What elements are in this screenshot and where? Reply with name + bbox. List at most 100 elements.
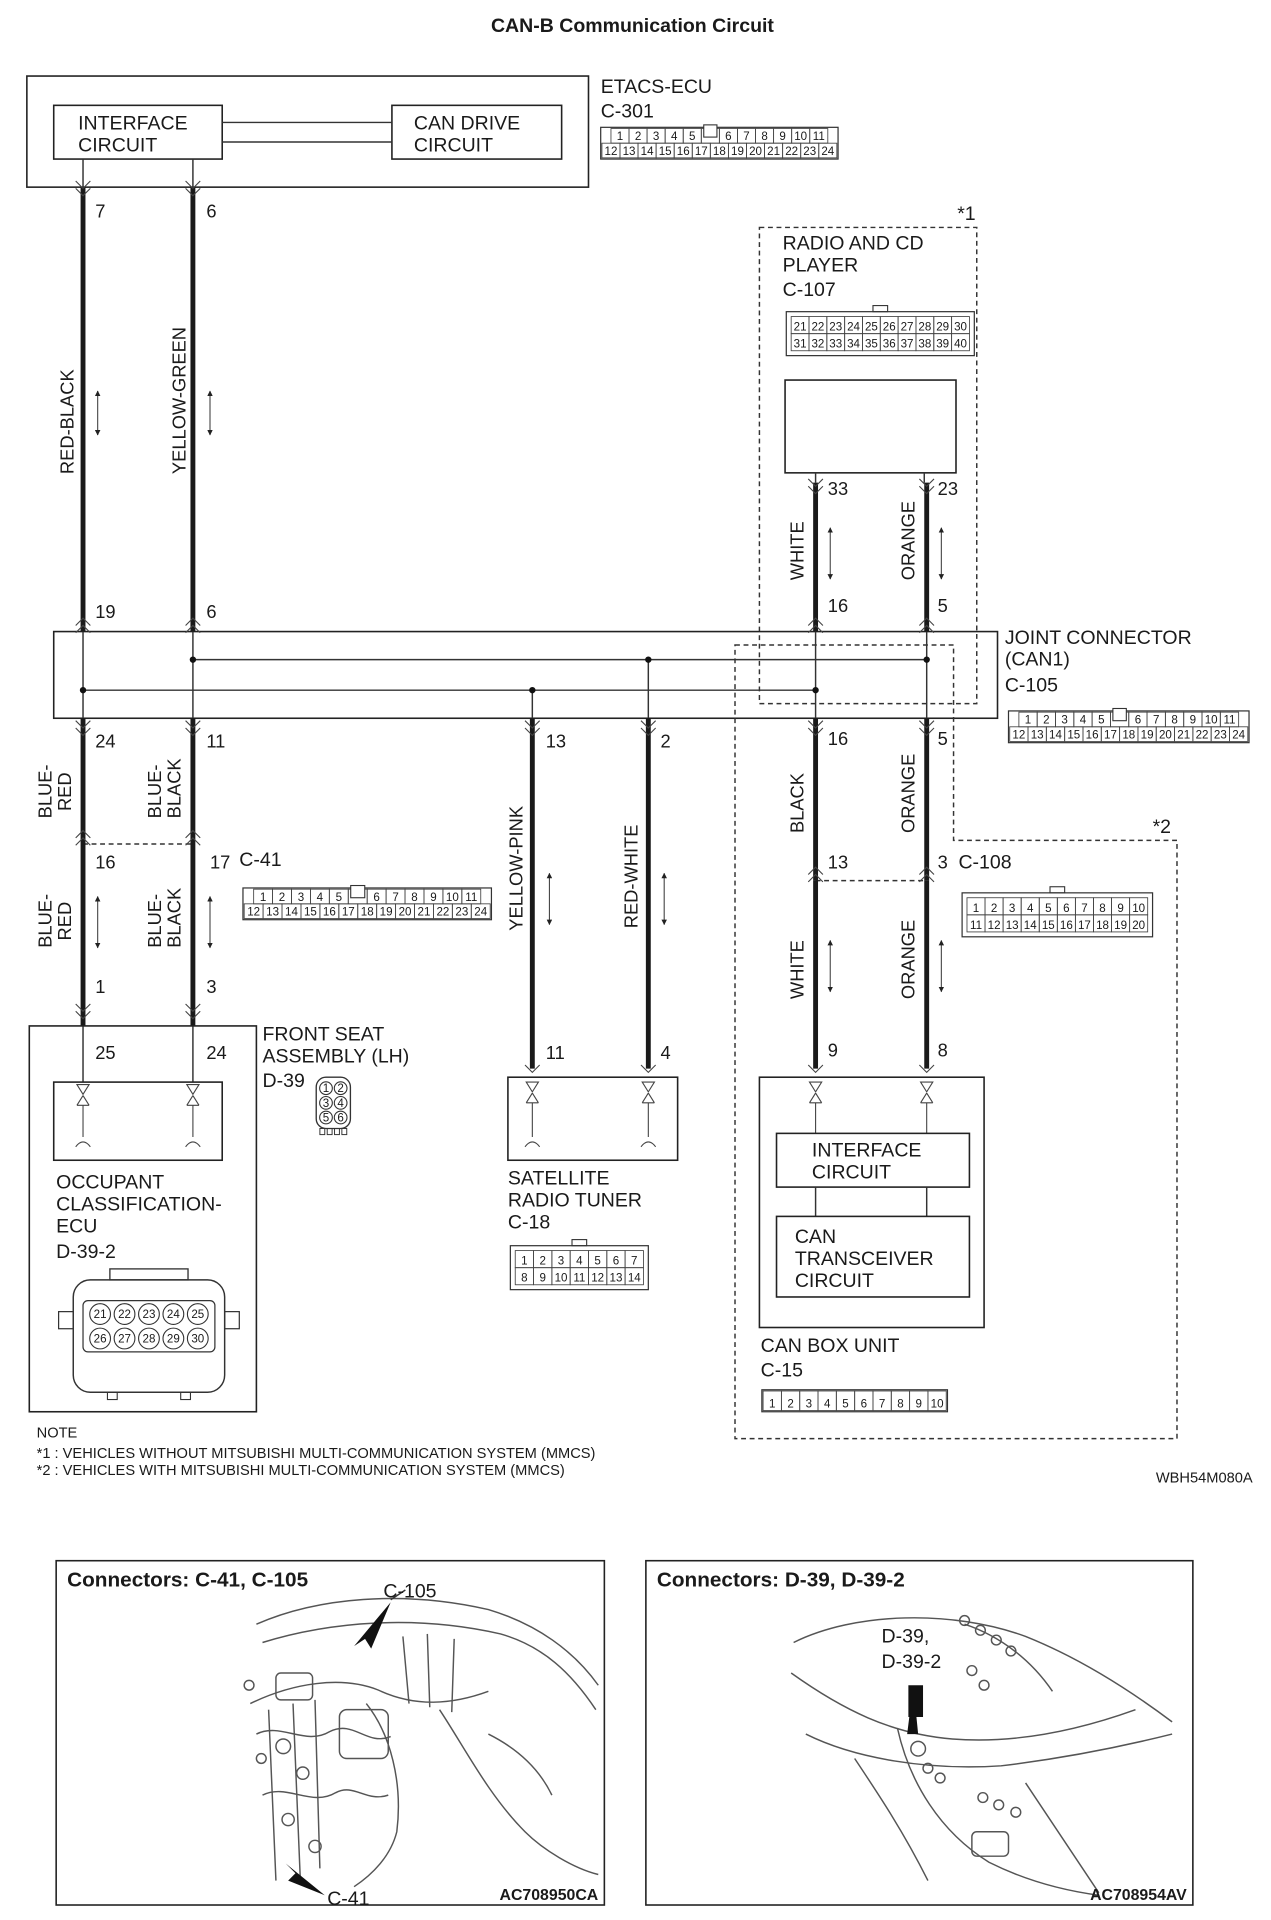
c108-pin-number: 1: [973, 903, 979, 915]
terminal-marks: [75, 180, 935, 1074]
c108-pin-number: 14: [1024, 920, 1037, 932]
d392-pin-cell: [162, 1327, 185, 1350]
c107-pin-number: 31: [794, 339, 807, 351]
note-line-2: *2 : VEHICLES WITH MITSUBISHI MULTI-COMM…: [37, 1463, 565, 1479]
terminal-mark: [75, 1003, 91, 1020]
d39-latch: [334, 1128, 340, 1136]
pin-number: 4: [661, 1042, 671, 1063]
wire-label-black: BLACK: [786, 773, 807, 833]
canbox-terminal-symbol: [808, 1081, 823, 1134]
canbox-unit-name: CAN BOX UNIT: [761, 1335, 900, 1357]
pin-number: 1: [95, 976, 105, 997]
photo-panel-2-code: AC708954AV: [1090, 1887, 1187, 1904]
joint-splice-dot: [812, 686, 819, 694]
pin-numbers: 7 6 33 23 19 6 16 5 24 11 13 2 16 5 16 1…: [95, 201, 958, 1063]
terminal-mark: [918, 720, 935, 737]
c41-housing: [242, 887, 493, 921]
notes: NOTE *1 : VEHICLES WITHOUT MITSUBISHI MU…: [37, 1425, 1253, 1486]
d392-pin-number: 24: [167, 1309, 180, 1321]
d39-pin-number: 1: [323, 1083, 329, 1095]
c107-pin-number: 30: [954, 322, 967, 334]
d392-pin-number: 30: [191, 1334, 204, 1346]
c105-pin-number: 1: [1025, 715, 1031, 727]
mmcs-dashed-outline: [734, 644, 1178, 1440]
pin-number: 16: [828, 728, 848, 749]
c41-pin-number: 4: [317, 892, 324, 904]
c301-pin-number: 22: [785, 146, 798, 158]
c105-pin-number: 17: [1104, 729, 1117, 741]
satellite-name-line2: RADIO TUNER: [508, 1190, 642, 1212]
c108-pin-number: 9: [1117, 903, 1123, 915]
pin-number: 11: [206, 731, 225, 752]
d39-pin-number: 5: [323, 1113, 329, 1125]
d392-pin-number: 22: [118, 1309, 131, 1321]
pin-number: 6: [206, 201, 216, 222]
c301-pin-number: 1: [617, 131, 623, 143]
d392-pin-number: 21: [94, 1309, 107, 1321]
c15-pin-number: 7: [879, 1398, 885, 1410]
c108-pin-number: 4: [1027, 903, 1034, 915]
etacs-can-drive-circuit-box: [391, 104, 563, 160]
terminal-mark: [185, 829, 201, 846]
pin-number: 8: [938, 1039, 948, 1060]
d39-pin-number: 2: [337, 1083, 343, 1095]
c301-pin-number: 20: [749, 146, 762, 158]
joint-name-line1: JOINT CONNECTOR: [1005, 627, 1192, 649]
terminal-mark: [918, 866, 935, 883]
terminal-mark: [807, 866, 824, 883]
c108-pin-number: 18: [1096, 920, 1109, 932]
d39-latch: [319, 1128, 326, 1136]
c15-pin-number: 10: [931, 1398, 944, 1410]
terminal-mark: [807, 478, 824, 495]
wire-label-red-white: RED-WHITE: [620, 825, 641, 929]
c107-pin-number: 33: [829, 339, 842, 351]
wire-label-white-lower: WHITE: [786, 940, 807, 999]
terminal-mark: [185, 720, 201, 737]
c105-pin-number: 11: [1223, 715, 1235, 727]
photo-panel-1-code: AC708950CA: [500, 1887, 599, 1904]
canbox-terminal-symbol: [919, 1081, 934, 1134]
c105-pin-number: 5: [1098, 715, 1104, 727]
c107-pin-number: 40: [954, 339, 967, 351]
photo-panel-c41-c105: Connectors: C-41, C-105 C-105 C-41 AC: [55, 1559, 606, 1910]
terminal-mark: [807, 617, 824, 634]
wire-label-blue-black-1a: BLUE-: [144, 764, 165, 818]
c18-pin-number: 3: [558, 1256, 564, 1268]
radio-name-line1: RADIO AND CD: [783, 232, 924, 254]
occupant-name-line1: OCCUPANT: [56, 1171, 164, 1193]
pin-number: 24: [95, 731, 115, 752]
wire-label-orange-mid: ORANGE: [897, 754, 918, 833]
c18-pin-number: 14: [628, 1273, 641, 1285]
c107-pin-number: 34: [847, 339, 860, 351]
joint-splice-dot: [923, 656, 930, 663]
c108-pin-number: 2: [991, 903, 997, 915]
figure-code: WBH54M080A: [1156, 1471, 1253, 1487]
c105-pin-number: 6: [1135, 715, 1141, 727]
c108-pin-number: 10: [1132, 903, 1145, 915]
c105-pin-number: 2: [1043, 715, 1049, 727]
photo-panel-2-heading: Connectors: D-39, D-39-2: [657, 1568, 905, 1591]
terminal-mark: [75, 180, 91, 197]
c18-pin-number: 13: [610, 1273, 623, 1285]
pin-number: 5: [938, 728, 948, 749]
c18-pin-number: 10: [555, 1273, 568, 1285]
d392-pin-number: 28: [143, 1334, 156, 1346]
c105-pin-number: 7: [1153, 715, 1159, 727]
c108-pin-number: 15: [1042, 920, 1055, 932]
d39-latch: [341, 1128, 348, 1136]
c15-pin-number: 4: [824, 1398, 831, 1410]
c108-pin-number: 19: [1114, 920, 1127, 932]
pin-number: 25: [95, 1042, 115, 1063]
c301-pin-number: 23: [803, 146, 816, 158]
c105-pin-number: 16: [1086, 729, 1099, 741]
photo-panel-d39-d392: Connectors: D-39, D-39-2 D-39, D-39-2: [645, 1559, 1194, 1906]
